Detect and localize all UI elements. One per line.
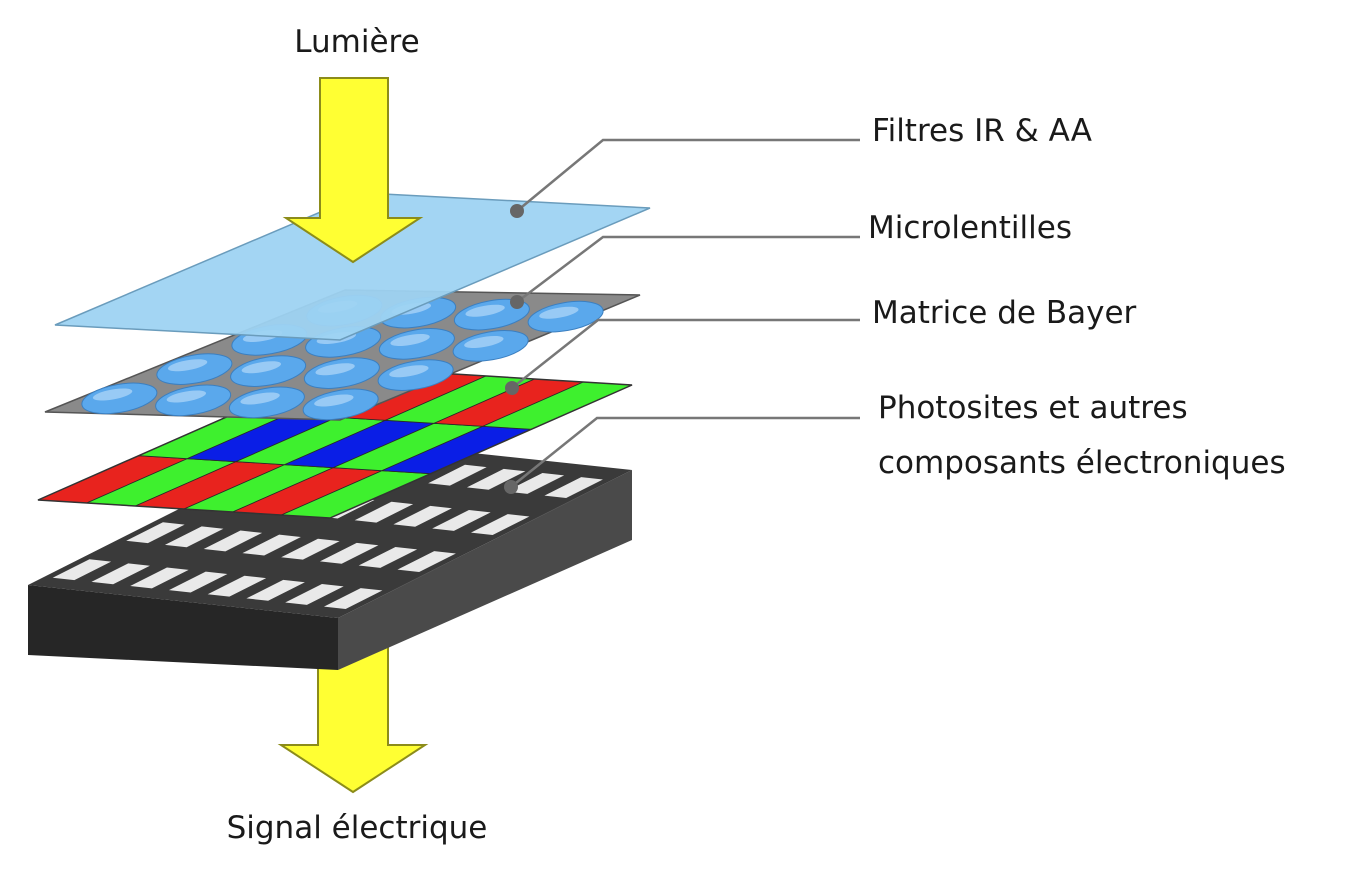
leader-dot-filters — [510, 204, 524, 218]
microlens — [228, 386, 305, 419]
photosite — [242, 534, 301, 556]
photosite — [203, 530, 263, 552]
photosite — [281, 538, 340, 560]
signal-label: Signal électrique — [227, 810, 488, 846]
microlens — [453, 298, 530, 331]
ir-aa-filter — [54, 192, 651, 341]
microlens — [156, 353, 233, 385]
leader-lines — [510, 138, 860, 488]
photosite — [397, 551, 456, 572]
leader-dot-microlenses — [510, 295, 524, 309]
leader-microlenses — [516, 235, 860, 303]
microlens — [155, 384, 232, 417]
microlens — [230, 355, 307, 387]
leader-dot-bayer — [505, 381, 519, 395]
photosite — [354, 501, 414, 523]
photosite — [246, 579, 305, 601]
microlens — [303, 357, 380, 389]
leader-bayer — [511, 318, 860, 389]
light-label: Lumière — [294, 24, 419, 60]
photosite — [126, 522, 185, 544]
photosite — [319, 542, 379, 564]
photosite — [52, 559, 112, 581]
leader-dots — [504, 204, 524, 494]
leader-dot-photosites — [504, 480, 518, 494]
photosite — [470, 514, 530, 535]
photosite — [505, 473, 565, 494]
photosites-label-line2: composants électroniques — [878, 445, 1286, 481]
photosites-label-line1: Photosites et autres — [878, 390, 1188, 426]
leader-filters — [516, 138, 860, 212]
photosite — [323, 588, 383, 609]
bayer-label: Matrice de Bayer — [872, 295, 1137, 331]
light-arrow — [282, 77, 424, 264]
microlens — [377, 359, 454, 391]
microlens — [452, 330, 529, 362]
microlens — [81, 382, 158, 415]
photosite — [358, 547, 418, 568]
filters-label: Filtres IR & AA — [872, 113, 1092, 149]
photosite — [91, 563, 150, 585]
photosite — [285, 584, 344, 605]
microlenses-label: Microlentilles — [868, 210, 1072, 246]
microlens-layer — [44, 289, 641, 421]
photosite — [130, 567, 189, 589]
microlens — [527, 300, 604, 333]
photosite — [168, 571, 228, 593]
leader-photosites — [510, 416, 860, 488]
sensor-side-face — [338, 470, 632, 670]
photosite — [207, 575, 267, 597]
photosite — [393, 505, 452, 527]
microlens — [302, 388, 379, 421]
signal-arrow — [277, 639, 429, 794]
photosite — [466, 468, 526, 490]
photosite — [164, 526, 224, 548]
photosite — [544, 477, 603, 498]
photosite — [432, 510, 491, 531]
sensor-front-face — [28, 585, 338, 670]
microlens — [378, 328, 455, 360]
photosite — [428, 464, 487, 486]
